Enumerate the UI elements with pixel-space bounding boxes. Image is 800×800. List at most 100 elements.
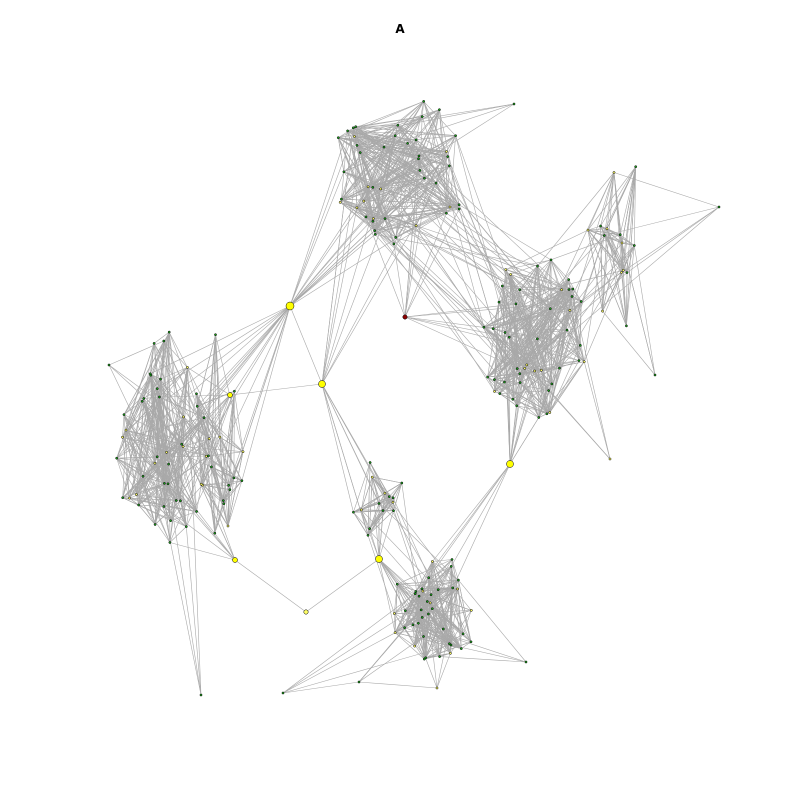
- graph-edge: [282, 644, 452, 694]
- graph-edge: [561, 289, 585, 362]
- graph-edge: [369, 503, 380, 529]
- graph-edge: [537, 172, 615, 267]
- graph-node: [605, 227, 609, 231]
- graph-node: [550, 382, 554, 386]
- graph-edge: [369, 482, 403, 529]
- graph-node: [524, 660, 528, 664]
- graph-edge: [196, 393, 202, 485]
- graph-edge: [214, 489, 231, 534]
- graph-node: [422, 100, 426, 103]
- graph-edge: [196, 393, 224, 501]
- graph-node: [373, 233, 377, 236]
- graph-edge: [487, 338, 538, 378]
- graph-edge: [450, 566, 472, 642]
- graph-edge: [458, 208, 517, 406]
- graph-node: [413, 592, 417, 596]
- graph-edge: [123, 414, 181, 501]
- graph-node: [491, 327, 495, 331]
- graph-edge: [422, 590, 428, 602]
- graph-node: [503, 380, 506, 384]
- graph-node: [159, 377, 162, 381]
- graph-node: [469, 640, 473, 644]
- graph-node: [393, 134, 397, 138]
- graph-node: [498, 392, 502, 395]
- graph-edge: [358, 681, 438, 689]
- graph-edge: [419, 170, 551, 309]
- graph-edge: [397, 583, 472, 643]
- graph-edge: [163, 506, 197, 512]
- graph-edge: [341, 198, 520, 290]
- graph-node: [420, 115, 424, 118]
- graph-edge: [340, 202, 395, 245]
- graph-edge: [374, 234, 505, 383]
- edge-layer: [108, 101, 720, 696]
- graph-node: [153, 461, 157, 465]
- graph-edge: [571, 166, 636, 297]
- graph-node: [625, 324, 628, 328]
- graph-edge: [223, 480, 243, 501]
- graph-node: [381, 509, 385, 512]
- graph-edge: [418, 596, 420, 624]
- graph-edge: [187, 367, 202, 696]
- accent-node: [402, 314, 408, 320]
- graph-edge: [372, 101, 424, 188]
- graph-edge: [439, 656, 527, 663]
- graph-edge: [365, 216, 501, 394]
- graph-edge: [167, 483, 236, 561]
- graph-edge: [606, 228, 624, 271]
- graph-edge: [537, 266, 553, 384]
- graph-edge: [407, 143, 573, 297]
- graph-edge: [418, 623, 462, 649]
- graph-node: [387, 495, 391, 498]
- graph-node: [515, 404, 519, 408]
- graph-edge: [354, 136, 447, 214]
- graph-edge: [458, 204, 552, 261]
- graph-edge: [321, 152, 361, 385]
- graph-edge: [361, 509, 380, 560]
- graph-edge: [187, 367, 231, 396]
- graph-edge: [516, 405, 550, 413]
- graph-edge: [404, 316, 580, 361]
- graph-edge: [600, 225, 624, 271]
- graph-node: [459, 647, 463, 650]
- graph-edge: [227, 480, 243, 527]
- graph-title: A: [395, 22, 405, 36]
- graph-node: [207, 437, 211, 441]
- graph-edge: [358, 636, 424, 683]
- graph-edge: [537, 289, 562, 340]
- graph-node: [449, 565, 453, 568]
- graph-edge: [606, 228, 628, 273]
- graph-edge: [498, 301, 551, 309]
- graph-edge: [289, 305, 323, 385]
- graph-node: [441, 627, 445, 631]
- graph-node: [558, 366, 561, 370]
- graph-edge: [196, 305, 291, 407]
- graph-edge: [108, 340, 164, 366]
- graph-edge: [602, 172, 615, 312]
- graph-edge: [436, 653, 451, 689]
- graph-node: [457, 203, 461, 207]
- graph-node: [448, 205, 452, 209]
- graph-node: [128, 496, 131, 500]
- graph-edge: [167, 394, 231, 484]
- graph-edge: [123, 414, 130, 499]
- graph-edge: [355, 126, 456, 136]
- graph-edge: [393, 204, 460, 245]
- graph-edge: [369, 502, 394, 529]
- graph-edge: [143, 343, 155, 399]
- graph-edge: [432, 559, 453, 562]
- graph-edge: [186, 526, 202, 696]
- graph-edge: [499, 269, 507, 394]
- graph-edge: [378, 558, 462, 649]
- graph-node: [418, 169, 422, 172]
- graph-node: [420, 587, 424, 591]
- graph-edge: [123, 401, 143, 415]
- graph-edge: [227, 477, 235, 527]
- graph-edge: [626, 245, 635, 326]
- graph-edge: [116, 458, 171, 521]
- graph-edge: [372, 155, 420, 188]
- graph-edge: [425, 589, 439, 658]
- graph-edge: [378, 558, 419, 624]
- graph-edge: [338, 137, 447, 214]
- graph-node: [373, 229, 377, 232]
